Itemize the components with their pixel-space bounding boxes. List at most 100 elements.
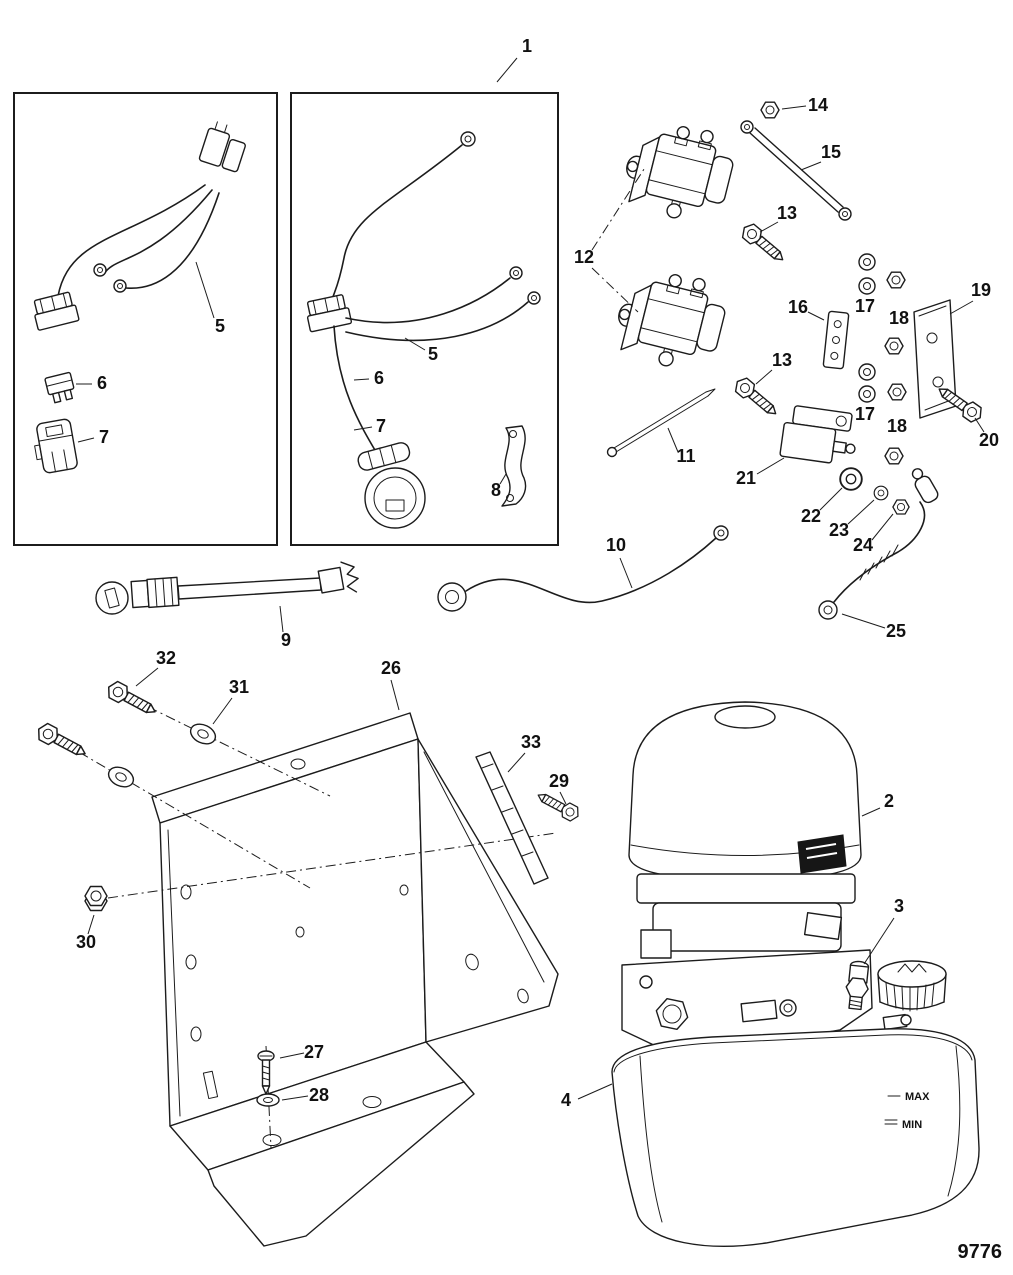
drawing-number: 9776 (958, 1241, 1003, 1263)
callout-7b-leader (353, 426, 373, 431)
assembly-axis (61, 741, 311, 889)
washer-17 (858, 277, 876, 295)
strip-33 (475, 751, 549, 885)
screw-13b (731, 374, 782, 422)
callout-32-leader (135, 667, 159, 687)
callout-18b-label: 18 (887, 416, 907, 436)
nut-24 (892, 499, 910, 515)
callout-17a-label: 17 (855, 296, 875, 316)
callout-3-label: 3 (894, 896, 904, 916)
callout-7b-label: 7 (376, 416, 386, 436)
fill-cap (877, 960, 947, 1012)
link-15 (740, 120, 852, 221)
callout-12-leader (591, 165, 647, 251)
plate-16 (822, 310, 850, 370)
callout-3-leader (863, 917, 895, 965)
callout-26-leader (390, 679, 400, 711)
callout-30-label: 30 (76, 932, 96, 952)
motor-label (797, 834, 847, 874)
callout-12-leader (591, 267, 639, 313)
pump-body (621, 873, 912, 1071)
screw-27 (257, 1050, 275, 1095)
callout-33-label: 33 (521, 732, 541, 752)
callout-26-label: 26 (381, 658, 401, 678)
callout-6b-leader (353, 378, 370, 381)
callout-10-label: 10 (606, 535, 626, 555)
callout-29-label: 29 (549, 771, 569, 791)
ring-terminal (93, 263, 127, 293)
callout-6b-label: 6 (374, 368, 384, 388)
nut-30 (84, 885, 108, 912)
washer-22 (839, 467, 863, 491)
ring-terminal (460, 131, 476, 147)
callout-12: 12 (574, 165, 647, 313)
callout-7a-leader (77, 437, 95, 443)
callout-5a-label: 5 (215, 316, 225, 336)
callout-27-leader (279, 1052, 305, 1059)
reservoir-min-label: MIN (902, 1119, 922, 1131)
callout-1-label: 1 (522, 36, 532, 56)
callout-15-leader (800, 161, 822, 171)
callout-32-label: 32 (156, 648, 176, 668)
solenoid-lower (608, 261, 733, 378)
cable-25 (818, 468, 939, 620)
callout-25-leader (841, 613, 886, 629)
switch-21 (779, 405, 856, 464)
callout-30-leader (87, 914, 95, 935)
callout-20-leader (974, 417, 985, 433)
callout-4-label: 4 (561, 1090, 571, 1110)
callout-19-label: 19 (971, 280, 991, 300)
washer-28 (256, 1093, 280, 1107)
callout-25-label: 25 (886, 621, 906, 641)
harness-2-wire (345, 277, 511, 324)
solenoid-upper (616, 113, 741, 230)
callout-11-leader (667, 427, 679, 453)
callout-28-leader (281, 1095, 309, 1101)
callout-13a-leader (759, 221, 779, 233)
washer-17 (858, 363, 876, 381)
screw-29 (533, 787, 583, 824)
assembly-axis (107, 832, 557, 899)
callout-13b-label: 13 (772, 350, 792, 370)
callout-14-leader (781, 105, 807, 110)
fuse-6a (44, 371, 77, 405)
mounting-bracket-26 (151, 712, 559, 1247)
harness-2-wire (331, 144, 463, 301)
callout-20-label: 20 (979, 430, 999, 450)
callout-19-leader (949, 300, 974, 315)
fuse-holder-9 (95, 561, 359, 615)
callout-14-label: 14 (808, 95, 828, 115)
callout-5a-leader (195, 261, 215, 319)
callout-1: 1 (496, 36, 532, 83)
harness-1-stack-connector (30, 290, 80, 332)
callout-13b-leader (755, 369, 773, 385)
screw-13a (738, 220, 789, 268)
callout-31-leader (212, 697, 233, 725)
callout-2-leader (861, 807, 881, 817)
nut-18 (886, 271, 906, 289)
bolt-32a (103, 678, 161, 721)
callout-21-leader (756, 457, 785, 475)
connector-7a (30, 417, 79, 476)
callout-17b-label: 17 (855, 404, 875, 424)
assembly-axis (129, 697, 331, 797)
callout-8-leader (499, 473, 507, 485)
washer-23 (873, 485, 889, 501)
harness-1-wire (125, 192, 220, 290)
washer-17 (858, 385, 876, 403)
washer-17 (858, 253, 876, 271)
callout-24-label: 24 (853, 535, 873, 555)
callout-11-label: 11 (676, 446, 695, 466)
callout-1-leader (496, 57, 518, 83)
harness-box-1: 5 6 7 (13, 92, 278, 546)
nut-18 (884, 447, 904, 465)
callout-9-label: 9 (281, 630, 291, 650)
fitting-3 (845, 960, 870, 1011)
ground-cable-10 (437, 525, 729, 612)
callout-8-label: 8 (491, 480, 501, 500)
harness-2-stack-connector (303, 293, 353, 333)
nut-18 (887, 383, 907, 401)
callout-16-label: 16 (788, 297, 808, 317)
